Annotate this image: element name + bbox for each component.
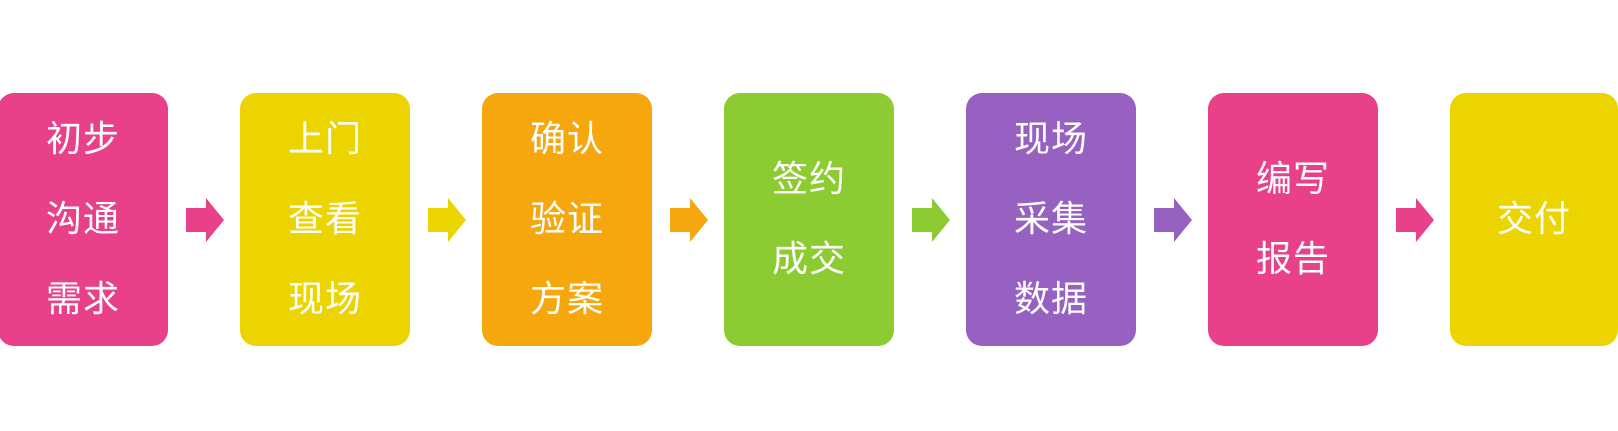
step-7-line-1: 交付: [1496, 198, 1571, 240]
step-1-line-3: 需求: [45, 278, 120, 320]
step-1-line-1: 初步: [45, 118, 120, 160]
step-box-7: 交付: [1450, 93, 1618, 346]
step-6-line-1: 编写: [1255, 158, 1330, 200]
step-3-line-1: 确认: [529, 118, 604, 160]
arrow-right-icon: [1154, 198, 1192, 242]
step-4-line-2: 成交: [771, 238, 846, 280]
arrow-right-icon: [186, 198, 224, 242]
arrow-right-icon: [670, 198, 708, 242]
step-5-line-1: 现场: [1013, 118, 1088, 160]
arrow-right-icon: [912, 198, 950, 242]
step-6-line-2: 报告: [1255, 238, 1330, 280]
step-1-line-2: 沟通: [45, 198, 120, 240]
step-box-3: 确认 验证 方案: [482, 93, 652, 346]
step-box-6: 编写 报告: [1208, 93, 1378, 346]
arrow-right-icon: [1396, 198, 1434, 242]
step-box-2: 上门 查看 现场: [240, 93, 410, 346]
arrow-right-icon: [428, 198, 466, 242]
step-4-line-1: 签约: [771, 158, 846, 200]
step-2-line-1: 上门: [287, 118, 362, 160]
step-5-line-3: 数据: [1013, 278, 1088, 320]
step-5-line-2: 采集: [1013, 198, 1088, 240]
step-box-4: 签约 成交: [724, 93, 894, 346]
step-2-line-3: 现场: [287, 278, 362, 320]
step-box-1: 初步 沟通 需求: [0, 93, 168, 346]
step-3-line-2: 验证: [529, 198, 604, 240]
step-box-5: 现场 采集 数据: [966, 93, 1136, 346]
step-2-line-2: 查看: [287, 198, 362, 240]
step-3-line-3: 方案: [529, 278, 604, 320]
